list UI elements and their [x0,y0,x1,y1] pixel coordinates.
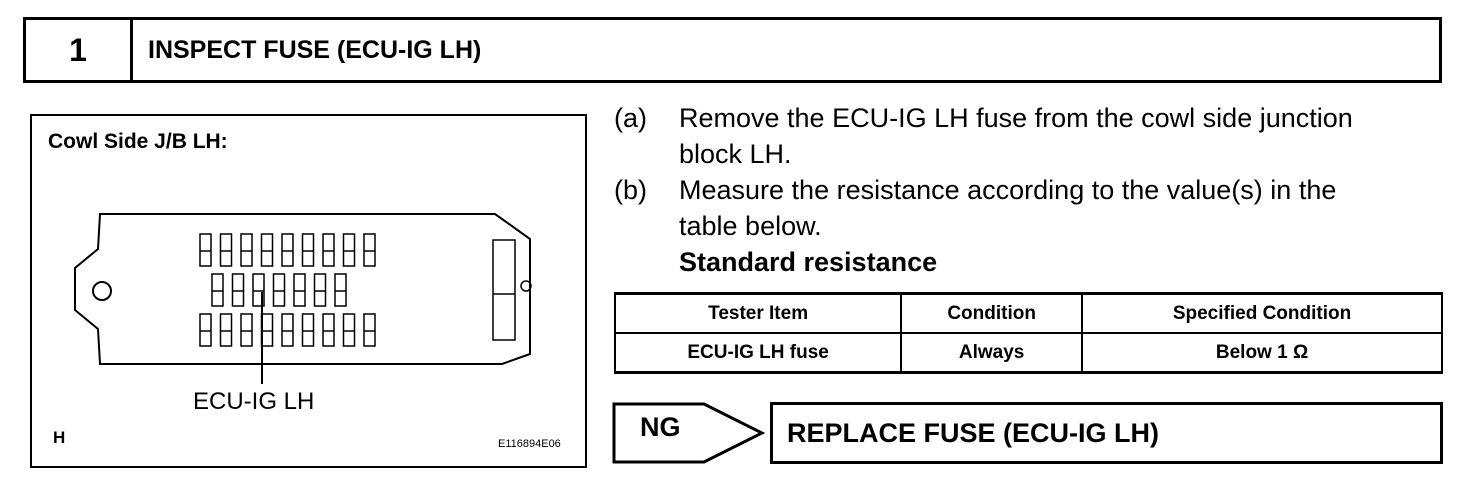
fuse-slot [342,233,356,267]
instruction-line: Remove the ECU-IG LH fuse from the cowl … [679,103,1353,133]
fuse-slot [211,273,224,307]
instruction-a-text: Remove the ECU-IG LH fuse from the cowl … [679,100,1449,172]
instruction-b-text: Measure the resistance according to the … [679,172,1449,244]
fuse-slot [313,273,327,307]
corner-letter: H [53,428,66,447]
illustration-frame [30,114,587,468]
table-cell: Below 1 Ω [1081,332,1443,374]
specification-table: Tester Item Condition Specified Conditio… [613,292,1443,374]
table-header: Condition [900,292,1084,334]
instruction-line: table below. [679,211,822,241]
step-header-frame [23,17,1442,83]
table-header-row: Tester Item Condition Specified Conditio… [613,292,1443,334]
instruction-a-letter: (a) [614,103,647,133]
result-action-text: REPLACE FUSE (ECU-IG LH) [787,417,1160,448]
figure-code: E116894E06 [498,438,561,450]
fuse-slot [219,313,233,347]
result-action-box: REPLACE FUSE (ECU-IG LH) [770,402,1443,464]
instruction-b-letter: (b) [614,175,647,205]
illustration-title: Cowl Side J/B LH: [48,130,228,153]
standard-heading: Standard resistance [679,247,938,277]
fuse-slot [281,233,294,267]
fuse-slot [199,233,212,267]
step-number: 1 [26,20,133,80]
fuse-slot [293,273,306,307]
table-cell: Always [900,332,1084,374]
instruction-line: Measure the resistance according to the … [679,175,1337,205]
fuse-rows [199,233,376,347]
mounting-hole-left [92,281,112,301]
step-title: INSPECT FUSE (ECU-IG LH) [148,35,482,64]
fuse-slot [260,313,274,347]
fuse-slot [301,313,315,347]
table-cell: ECU-IG LH fuse [613,332,903,374]
fuse-slot [240,313,253,347]
junction-block-diagram [74,213,532,384]
connector-right [492,239,516,341]
fuse-slot [322,313,335,347]
fuse-slot [260,233,274,267]
table-row: ECU-IG LH fuse Always Below 1 Ω [613,332,1443,374]
fuse-slot [301,233,315,267]
fuse-slot [322,233,335,267]
ng-status-label: NG [640,412,681,442]
fuse-slot [363,313,376,347]
fuse-slot [199,313,212,347]
junction-block-outline [74,213,531,365]
table-header: Specified Condition [1081,292,1443,334]
fuse-slot [231,273,245,307]
mounting-hole-right [520,280,532,292]
fuse-slot [240,233,253,267]
instruction-line: block LH. [679,139,792,169]
fuse-slot [281,313,294,347]
table-header: Tester Item [613,292,903,334]
fuse-slot [272,273,286,307]
fuse-label: ECU-IG LH [193,388,315,415]
fuse-slot [334,273,347,307]
fuse-slot [342,313,356,347]
fuse-slot [219,233,233,267]
fuse-slot [363,233,376,267]
ng-arrow-shape [612,402,766,464]
fuse-slot [252,273,265,307]
